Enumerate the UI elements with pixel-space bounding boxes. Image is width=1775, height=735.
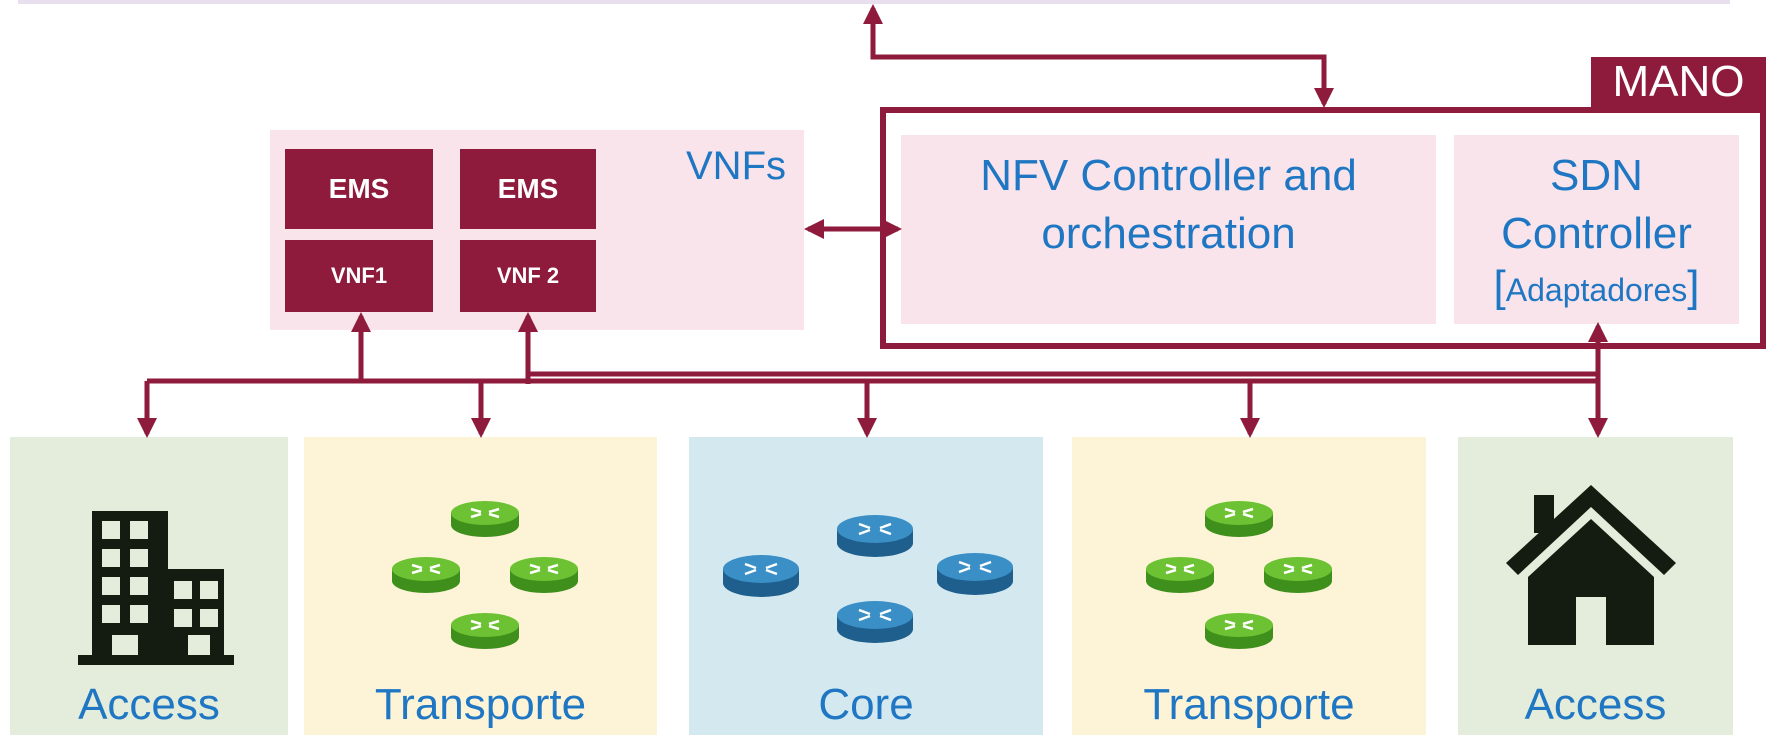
segment-core: Core [689, 437, 1043, 735]
nfv-controller-box: NFV Controller and orchestration [901, 135, 1436, 324]
office-building-icon [78, 511, 234, 665]
segment-transport-left: Transporte [304, 437, 657, 735]
sdn-title-line-1: SDN [1550, 151, 1643, 200]
segment-label: Core [818, 680, 914, 729]
mano-to-top-arrow [863, 4, 1334, 108]
segment-label: Access [78, 680, 220, 729]
ems-box-1: EMS [285, 149, 433, 229]
segment-label: Access [1524, 680, 1667, 729]
house-icon [1506, 485, 1676, 645]
vnf-box-2: VNF 2 [460, 240, 596, 312]
segment-access-left: Access [10, 437, 288, 735]
adapters-text: Adaptadores [1505, 272, 1688, 308]
vnfs-label: VNFs [686, 144, 786, 188]
segment-label: Transporte [1143, 680, 1355, 729]
segment-label: Transporte [374, 680, 587, 729]
segment-transport-right: Transporte [1072, 437, 1426, 735]
sdn-controller-box: SDN Controller [Adaptadores] [1454, 135, 1739, 324]
nfv-title-line-1: NFV Controller and [980, 151, 1357, 200]
bracket-open: [ [1493, 262, 1506, 311]
sdn-title-line-2: Controller [1501, 209, 1692, 258]
mano-tag: MANO [1591, 57, 1766, 107]
segment-access-right: Access [1458, 437, 1733, 735]
nfv-title-line-2: orchestration [1041, 209, 1296, 258]
sdn-adapters-label: [Adaptadores] [1454, 263, 1739, 314]
top-layer-bar [18, 0, 1730, 4]
bracket-close: ] [1687, 262, 1700, 311]
vnf-box-1: VNF1 [285, 240, 433, 312]
ems-box-2: EMS [460, 149, 596, 229]
